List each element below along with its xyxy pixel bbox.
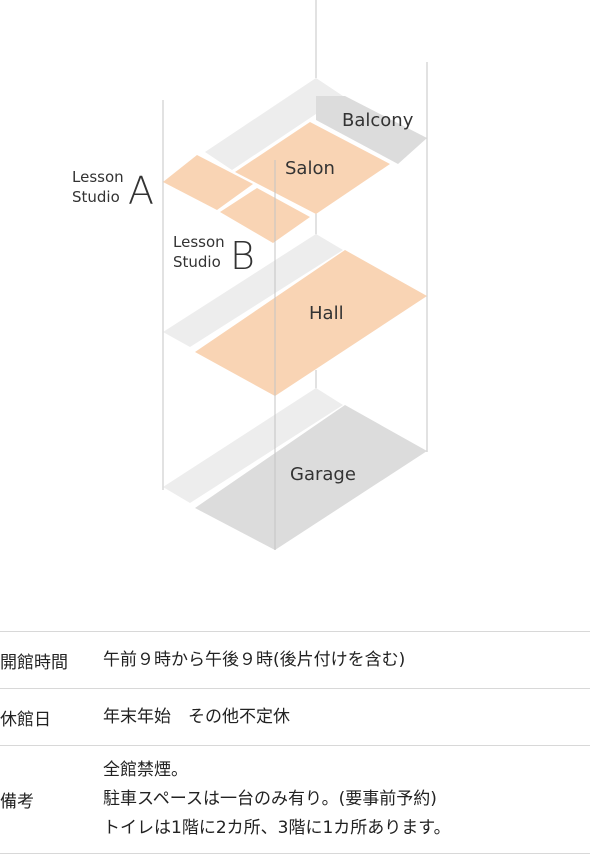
garage-label: Garage bbox=[290, 464, 356, 485]
lesson-studio-a-area bbox=[163, 155, 253, 210]
balcony-area bbox=[316, 96, 427, 164]
info-table: 開館時間 午前９時から午後９時(後片付けを含む) 休館日 年末年始 その他不定休… bbox=[0, 631, 590, 854]
info-row-closed: 休館日 年末年始 その他不定休 bbox=[0, 688, 590, 746]
info-value: 年末年始 その他不定休 bbox=[103, 688, 590, 746]
info-value-line: 年末年始 その他不定休 bbox=[103, 706, 290, 727]
balcony-label: Balcony bbox=[342, 110, 414, 131]
lesson-studio-a-label-word1: Lesson bbox=[72, 168, 124, 186]
lesson-studio-b-label-word1: Lesson bbox=[173, 233, 225, 251]
lesson-studio-b-letter: B bbox=[230, 234, 255, 278]
info-value-line: 午前９時から午後９時(後片付けを含む) bbox=[103, 649, 406, 670]
lesson-studio-a-letter: A bbox=[128, 169, 154, 213]
lesson-studio-b-label-word2: Studio bbox=[173, 253, 221, 271]
middle-floor-corridor bbox=[163, 234, 343, 347]
info-value-line: トイレは1階に2カ所、3階に1カ所あります。 bbox=[103, 818, 451, 838]
hall-label: Hall bbox=[309, 303, 344, 324]
info-key: 開館時間 bbox=[0, 631, 103, 689]
info-value-line: 駐車スペースは一台のみ有り。(要事前予約) bbox=[103, 789, 437, 809]
garage-area bbox=[195, 405, 427, 550]
top-floor-corridor bbox=[205, 78, 343, 170]
salon-area bbox=[235, 122, 390, 214]
info-row-hours: 開館時間 午前９時から午後９時(後片付けを含む) bbox=[0, 631, 590, 689]
lesson-studio-b-area bbox=[220, 188, 310, 243]
info-value: 全館禁煙。 駐車スペースは一台のみ有り。(要事前予約) トイレは1階に2カ所、3… bbox=[103, 745, 590, 854]
info-value-line: 全館禁煙。 bbox=[103, 760, 188, 780]
floor-diagram: Balcony Salon Lesson Studio A Lesson Stu… bbox=[72, 0, 428, 550]
lesson-studio-a-label-word2: Studio bbox=[72, 188, 120, 206]
salon-label: Salon bbox=[285, 158, 335, 179]
info-value: 午前９時から午後９時(後片付けを含む) bbox=[103, 631, 590, 689]
info-row-notes: 備考 全館禁煙。 駐車スペースは一台のみ有り。(要事前予約) トイレは1階に2カ… bbox=[0, 745, 590, 854]
info-key: 備考 bbox=[0, 745, 103, 854]
info-key: 休館日 bbox=[0, 688, 103, 746]
bottom-floor-corridor bbox=[163, 388, 343, 503]
hall-area bbox=[195, 250, 427, 396]
